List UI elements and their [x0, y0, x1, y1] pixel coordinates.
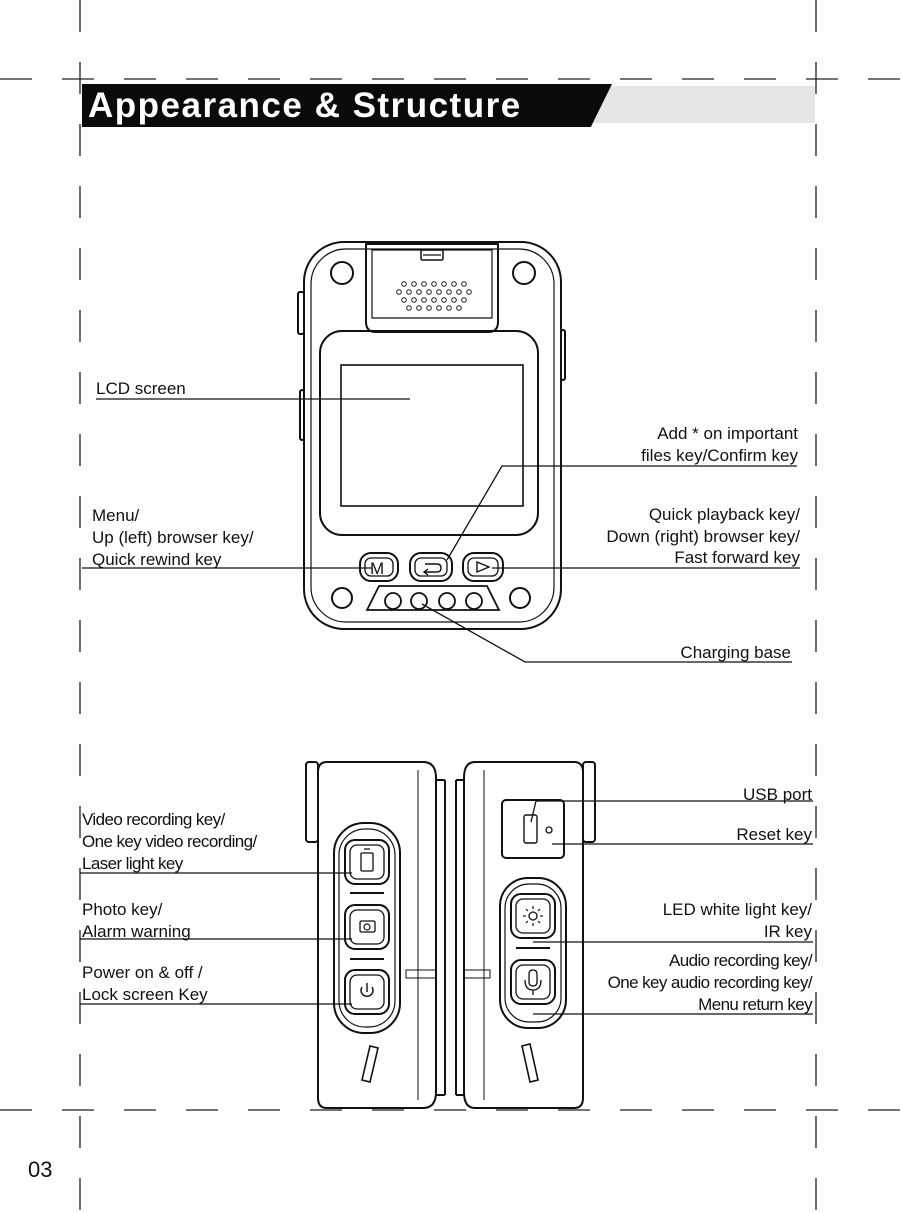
charging-base	[365, 585, 501, 611]
label-add-star-line2: files key/Confirm key	[641, 446, 798, 465]
label-menu-line2: Up (left) browser key/	[92, 528, 254, 547]
video-camera-icon	[360, 852, 374, 872]
usb-port	[523, 814, 538, 844]
label-menu-line1: Menu/	[92, 506, 140, 525]
menu-key-letter: M	[370, 559, 384, 578]
usb-port-housing	[501, 799, 565, 859]
label-menu-line3: Quick rewind key	[92, 550, 222, 569]
screw-top-left-icon	[330, 261, 354, 285]
label-photo-line2: Alarm warning	[82, 922, 191, 941]
menu-key	[359, 552, 399, 582]
speaker-grille	[396, 281, 472, 311]
video-key	[344, 839, 390, 885]
audio-key	[510, 959, 556, 1005]
label-video-line1: Video recording key/	[82, 810, 225, 829]
label-audio-line3: Menu return key	[698, 995, 812, 1014]
screw-bottom-right-icon	[509, 587, 531, 609]
label-lcd-screen: LCD screen	[96, 379, 186, 398]
label-playback-line2: Down (right) browser key/	[606, 527, 800, 546]
page-title: Appearance & Structure	[88, 86, 522, 125]
led-key	[510, 893, 556, 939]
right-key-panel	[499, 877, 567, 1029]
lcd-screen	[340, 364, 524, 507]
confirm-key	[409, 552, 453, 582]
led-light-icon	[528, 911, 538, 921]
label-video-line2: One key video recording/	[82, 832, 257, 851]
lcd-screen-frame	[319, 330, 539, 536]
microphone-icon	[524, 969, 542, 995]
return-arrow-icon	[422, 563, 442, 576]
label-audio-line1: Audio recording key/	[669, 951, 813, 970]
play-triangle-icon	[476, 560, 491, 574]
page-number: 03	[28, 1157, 53, 1182]
label-usb-port: USB port	[743, 785, 812, 804]
label-led-line2: IR key	[763, 922, 812, 941]
screw-top-right-icon	[512, 261, 536, 285]
label-led-line1: LED white light key/	[662, 900, 812, 919]
power-icon	[360, 986, 374, 997]
title-black-band	[82, 84, 612, 127]
screw-bottom-left-icon	[331, 587, 353, 609]
label-photo-line1: Photo key/	[82, 900, 163, 919]
label-playback-line1: Quick playback key/	[648, 505, 800, 524]
right-side-body	[463, 761, 584, 1109]
led-rays-icon	[523, 906, 543, 926]
label-playback-line3: Fast forward key	[674, 548, 800, 567]
left-key-panel	[333, 822, 401, 1034]
label-charging-base: Charging base	[680, 643, 791, 662]
power-key	[344, 969, 390, 1015]
label-add-star-line1: Add * on important	[657, 424, 798, 443]
label-reset-key: Reset key	[736, 825, 812, 844]
reset-hole	[545, 826, 553, 834]
playback-key	[462, 552, 504, 582]
section-title-bar: Appearance & Structure	[82, 84, 815, 127]
photo-camera-icon	[359, 920, 376, 933]
label-power-line1: Power on & off /	[82, 963, 203, 982]
label-power-line2: Lock screen Key	[82, 985, 208, 1004]
label-video-line3: Laser light key	[82, 854, 183, 873]
lanyard-slot-right	[521, 1043, 539, 1083]
photo-key	[344, 904, 390, 950]
lanyard-slot-left	[361, 1045, 379, 1083]
label-audio-line2: One key audio recording key/	[607, 973, 813, 992]
